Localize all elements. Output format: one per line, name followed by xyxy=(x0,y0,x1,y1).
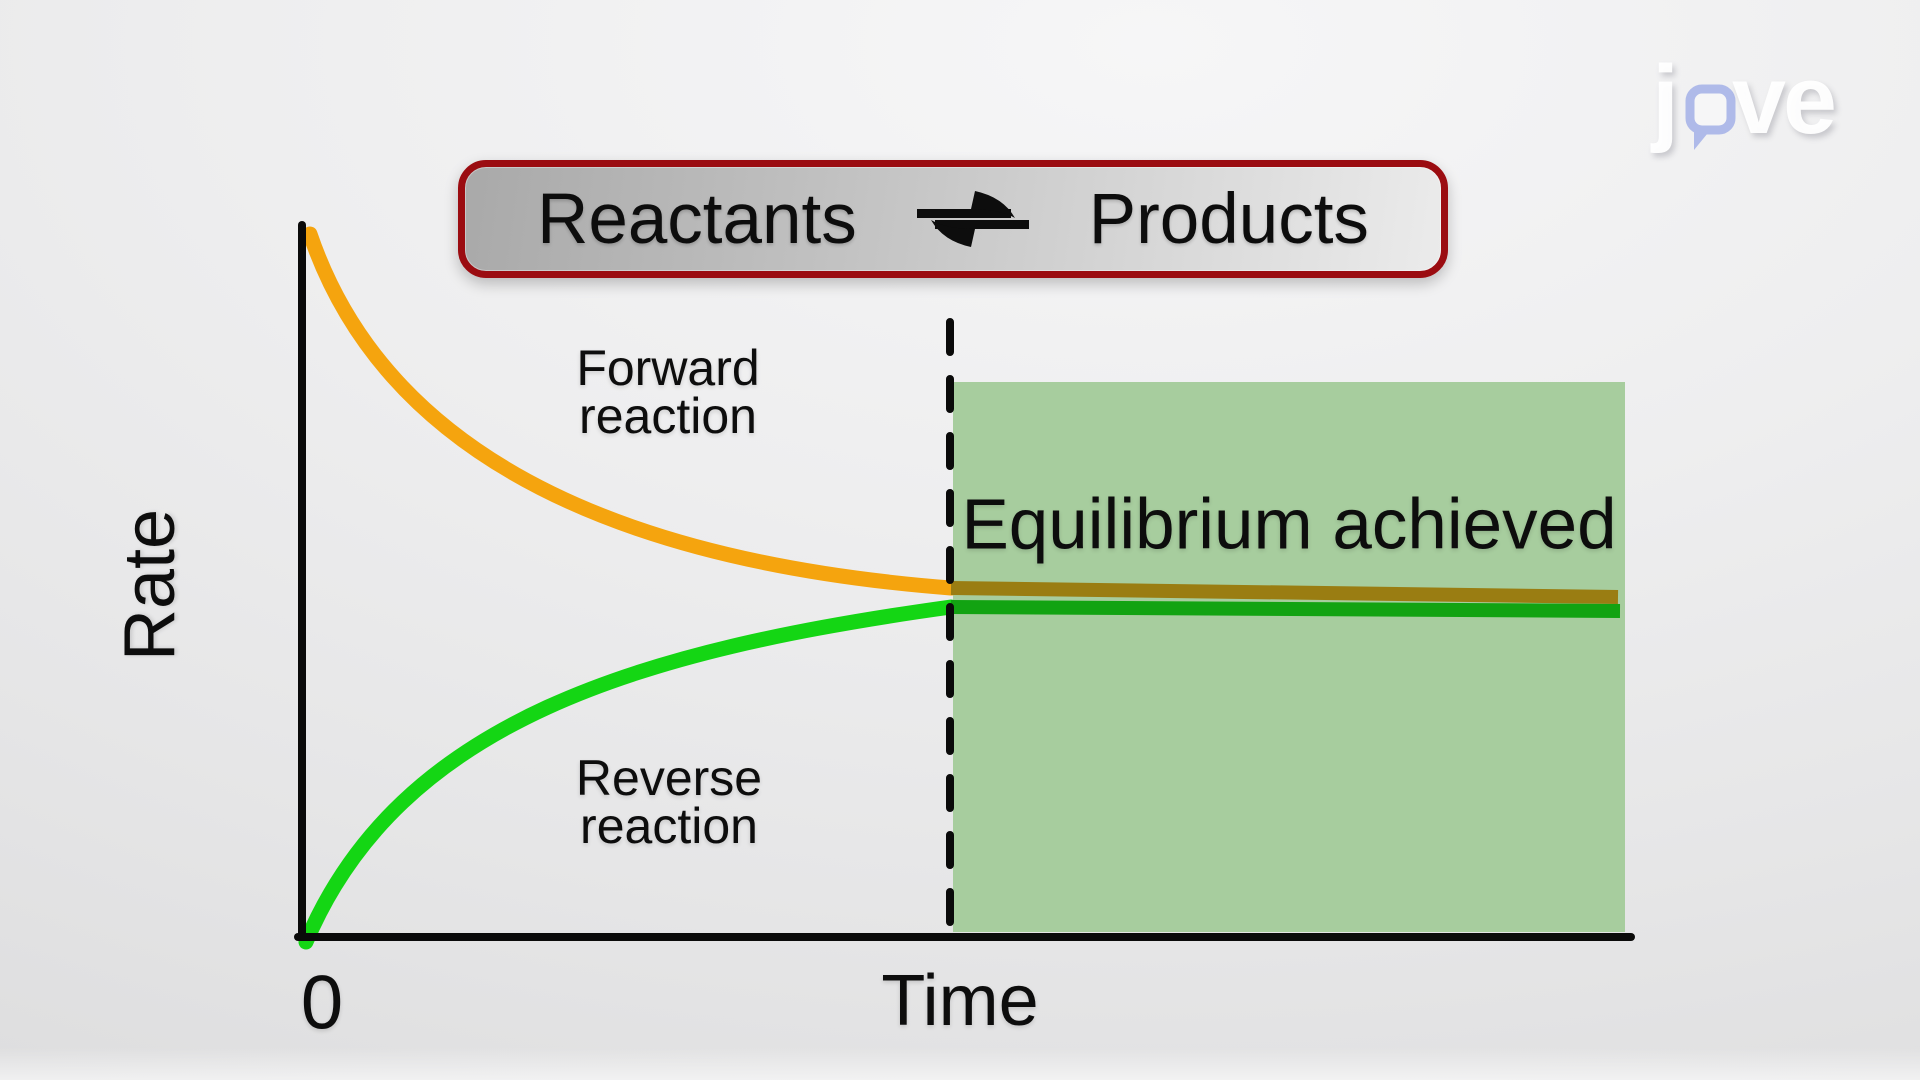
reverse-curve-after-equilibrium xyxy=(950,600,1621,618)
equation-box: Reactants Products xyxy=(458,160,1448,278)
rate-axis-label: Rate xyxy=(110,508,190,662)
equilibrium-region xyxy=(953,382,1625,932)
equilibrium-double-harpoon-icon xyxy=(916,191,1029,247)
reverse-reaction-curve xyxy=(298,599,959,950)
logo-letter-ve: ve xyxy=(1732,45,1837,154)
speech-bubble-o-icon xyxy=(1685,84,1736,150)
jove-logo: j ve xyxy=(1652,44,1852,154)
origin-zero-label: 0 xyxy=(300,960,344,1046)
time-axis-label: Time xyxy=(881,961,1039,1041)
products-label: Products xyxy=(1088,179,1369,259)
forward-curve-after-equilibrium xyxy=(950,581,1619,604)
reactants-label: Reactants xyxy=(537,179,857,259)
reverse-reaction-label: Reverse reaction xyxy=(575,750,763,854)
equilibrium-achieved-label: Equilibrium achieved xyxy=(961,485,1617,565)
logo-letter-j: j xyxy=(1652,45,1679,154)
forward-reaction-label: Forward reaction xyxy=(576,340,760,444)
forward-reaction-curve xyxy=(302,226,959,596)
